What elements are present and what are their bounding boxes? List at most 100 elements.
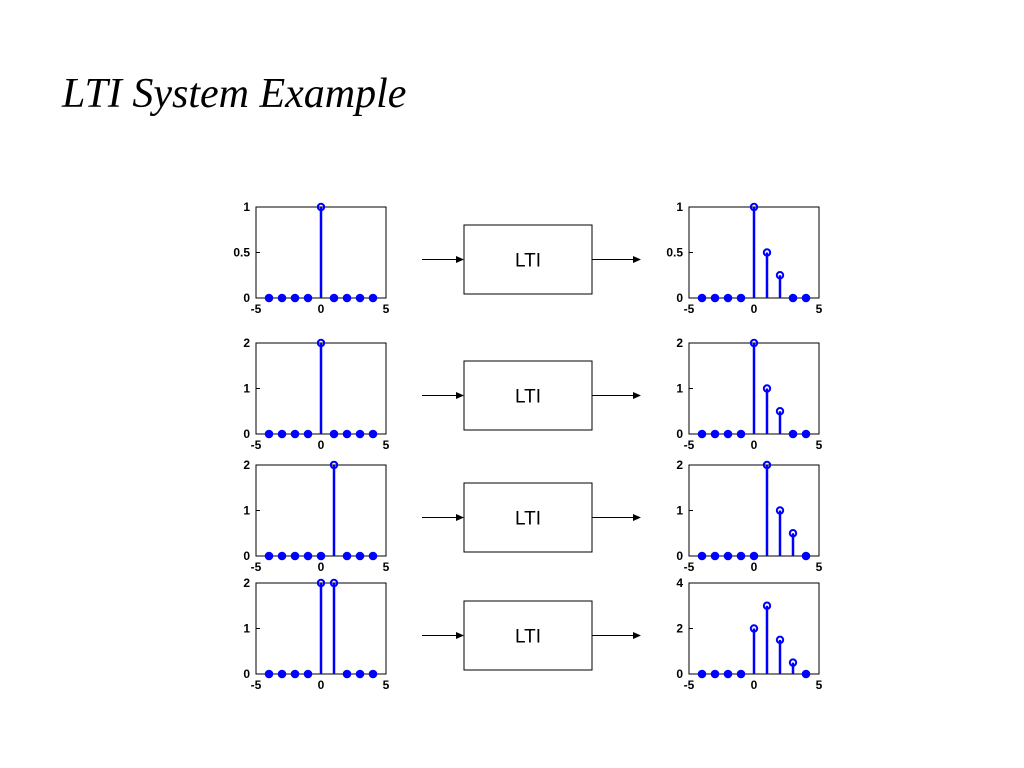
input-3-axes-frame <box>255 464 387 557</box>
output-3-ytick-label: 2 <box>676 458 683 472</box>
output-3-stem-marker <box>710 551 720 561</box>
output-3-xtick-label: 5 <box>816 560 823 574</box>
input-2-stem-marker <box>316 338 326 348</box>
input-2-stem-marker <box>277 429 287 439</box>
output-arrow-2-head <box>633 392 641 399</box>
output-1-xtick-label: 5 <box>816 302 823 316</box>
input-2-stem-marker <box>329 429 339 439</box>
input-3-stem-marker <box>264 551 274 561</box>
input-4-stem-marker <box>329 578 339 588</box>
output-2-stem-marker <box>710 429 720 439</box>
input-3-xtick-label: 0 <box>318 560 325 574</box>
output-2-stem-marker <box>736 429 746 439</box>
input-2-stem-marker <box>368 429 378 439</box>
lti-box-label: LTI <box>515 627 541 648</box>
output-4-stem-marker <box>723 669 733 679</box>
input-1-xtick-label: 5 <box>383 302 390 316</box>
input-1-stem-marker <box>329 293 339 303</box>
input-3-stem-marker <box>342 551 352 561</box>
output-4-stem-marker <box>710 669 720 679</box>
input-4-xtick-label: -5 <box>251 678 262 692</box>
output-3-stem-marker <box>736 551 746 561</box>
output-4-ytick-label: 0 <box>676 667 683 681</box>
input-2-xtick-label: 0 <box>318 438 325 452</box>
output-1-ytick-label: 0 <box>676 291 683 305</box>
lti-box-label: LTI <box>515 509 541 530</box>
output-4-stem-marker <box>775 635 785 645</box>
input-1-stem-marker <box>277 293 287 303</box>
input-4-ytick-label: 1 <box>243 622 250 636</box>
input-3-xtick-label: 5 <box>383 560 390 574</box>
input-2-stem-marker <box>290 429 300 439</box>
lti-box-2 <box>463 360 593 431</box>
lti-box-label: LTI <box>515 251 541 272</box>
output-3-stem-marker <box>762 460 772 470</box>
slide-title: LTI System Example <box>62 71 407 117</box>
input-3-ytick-label: 1 <box>243 504 250 518</box>
input-arrow-1-head <box>456 256 464 263</box>
input-4-stem-marker <box>277 669 287 679</box>
input-4-stem-marker <box>290 669 300 679</box>
output-3-stem-marker <box>697 551 707 561</box>
input-arrow-3-head <box>456 514 464 521</box>
output-arrow-4-head <box>633 632 641 639</box>
input-2-ytick-label: 0 <box>243 427 250 441</box>
output-1-xtick-label: 0 <box>751 302 758 316</box>
input-4-stem-marker <box>342 669 352 679</box>
output-1-ytick-label: 0.5 <box>666 246 683 260</box>
input-1-xtick-label: 0 <box>318 302 325 316</box>
output-2-stem-marker <box>801 429 811 439</box>
output-3-stem-marker <box>801 551 811 561</box>
output-1-stem-marker <box>723 293 733 303</box>
input-1-stem-marker <box>342 293 352 303</box>
input-4-ytick-label: 2 <box>243 576 250 590</box>
input-1-ytick-label: 0 <box>243 291 250 305</box>
input-1-stem-marker <box>368 293 378 303</box>
input-1-ytick-label: 1 <box>243 200 250 214</box>
input-1-ytick-label: 0.5 <box>233 246 250 260</box>
output-1-stem-marker <box>710 293 720 303</box>
output-4-stem-marker <box>762 601 772 610</box>
input-3-stem-marker <box>355 551 365 561</box>
output-2-stem-marker <box>749 338 759 348</box>
output-3-stem-marker <box>775 506 785 515</box>
output-4-stem-marker <box>749 624 759 633</box>
output-4-stem-marker <box>697 669 707 679</box>
input-4-xtick-label: 5 <box>383 678 390 692</box>
output-1-stem-marker <box>749 202 759 212</box>
output-4-xtick-label: 5 <box>816 678 823 692</box>
input-1-stem-marker <box>355 293 365 303</box>
output-1-stem-marker <box>697 293 707 303</box>
input-2-stem-marker <box>264 429 274 439</box>
output-arrow-3-head <box>633 514 641 521</box>
output-2-xtick-label: 0 <box>751 438 758 452</box>
output-3-axes-frame <box>688 464 820 557</box>
output-3-xtick-label: -5 <box>684 560 695 574</box>
output-2-ytick-label: 1 <box>676 382 683 396</box>
output-1-stem-marker <box>801 293 811 303</box>
output-2-stem-marker <box>788 429 798 439</box>
input-3-xtick-label: -5 <box>251 560 262 574</box>
output-2-xtick-label: 5 <box>816 438 823 452</box>
output-3-stem-marker <box>723 551 733 561</box>
lti-box-label: LTI <box>515 387 541 408</box>
output-3-ytick-label: 1 <box>676 504 683 518</box>
output-1-stem-marker <box>775 271 785 280</box>
input-1-xtick-label: -5 <box>251 302 262 316</box>
input-4-ytick-label: 0 <box>243 667 250 681</box>
input-1-stem-marker <box>290 293 300 303</box>
input-2-ytick-label: 2 <box>243 336 250 350</box>
lti-box-4 <box>463 600 593 671</box>
input-3-stem-marker <box>316 551 326 561</box>
input-arrow-4-head <box>456 632 464 639</box>
output-1-stem-marker <box>736 293 746 303</box>
output-4-xtick-label: -5 <box>684 678 695 692</box>
input-3-ytick-label: 0 <box>243 549 250 563</box>
input-4-stem-marker <box>355 669 365 679</box>
